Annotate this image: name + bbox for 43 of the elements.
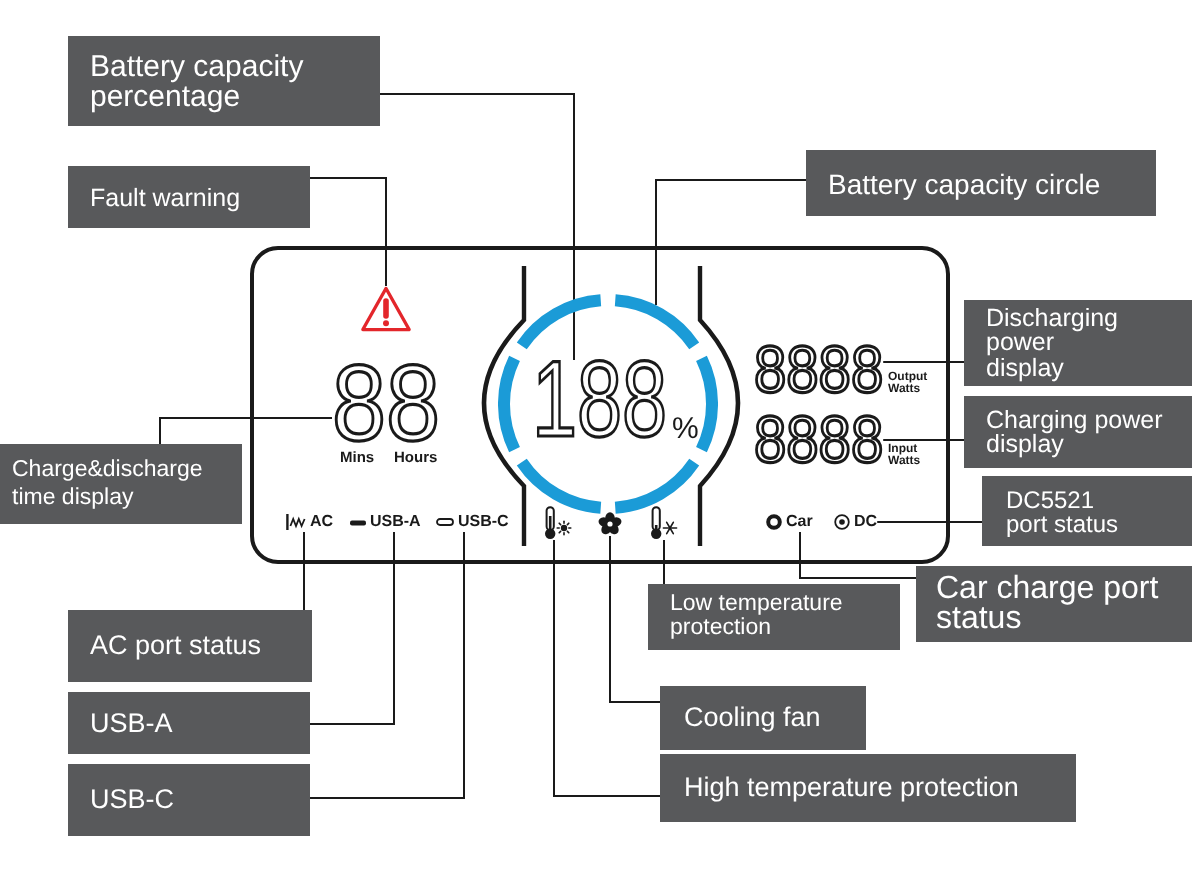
callout-label: Charge&discharge time display bbox=[0, 444, 242, 524]
segment-digits: 88 bbox=[332, 364, 441, 445]
port-label: USB-C bbox=[458, 512, 509, 532]
segment-digits: 188 bbox=[532, 360, 668, 441]
leader-line bbox=[882, 439, 965, 441]
leader-line bbox=[876, 521, 983, 523]
thermometer-snowflake-icon bbox=[650, 506, 678, 540]
callout-label: USB-C bbox=[68, 764, 310, 836]
callout-label: Charging power display bbox=[964, 396, 1192, 468]
warning-icon bbox=[360, 284, 412, 334]
callout-label: Battery capacity circle bbox=[806, 150, 1156, 216]
thermometer-sun-icon bbox=[544, 506, 572, 540]
callout-label: Battery capacity percentage bbox=[68, 36, 380, 126]
segment-digits: 8888 bbox=[754, 416, 884, 466]
display-panel bbox=[250, 246, 950, 564]
callout-label: Fault warning bbox=[68, 166, 310, 228]
leader-line bbox=[379, 93, 575, 361]
callout-label: Low temperature protection bbox=[648, 584, 900, 650]
leader-line bbox=[609, 535, 661, 703]
leader-line bbox=[309, 531, 465, 799]
callout-label: DC5521 port status bbox=[982, 476, 1192, 546]
callout-label: High temperature protection bbox=[660, 754, 1076, 822]
callout-label: Cooling fan bbox=[660, 686, 866, 750]
leader-line bbox=[309, 177, 387, 287]
port-label: AC bbox=[310, 512, 334, 532]
leader-line bbox=[553, 539, 661, 797]
leader-line bbox=[309, 531, 395, 725]
callout-label: USB-A bbox=[68, 692, 310, 754]
segment-digits: 8888 bbox=[754, 346, 884, 396]
leader-line bbox=[303, 531, 305, 611]
leader-line bbox=[655, 179, 807, 306]
callout-label: Discharging power display bbox=[964, 300, 1192, 386]
port-label: DC bbox=[854, 512, 878, 532]
callout-label: AC port status bbox=[68, 610, 312, 682]
port-label: USB-A bbox=[370, 512, 421, 532]
unit-label: % bbox=[672, 414, 699, 444]
leader-line bbox=[663, 539, 665, 585]
leader-line bbox=[159, 417, 333, 445]
callout-label: Car charge port status bbox=[916, 566, 1192, 642]
fan-icon bbox=[598, 512, 622, 536]
leader-line bbox=[799, 531, 917, 579]
port-label: Car bbox=[786, 512, 813, 532]
leader-line bbox=[882, 361, 965, 363]
